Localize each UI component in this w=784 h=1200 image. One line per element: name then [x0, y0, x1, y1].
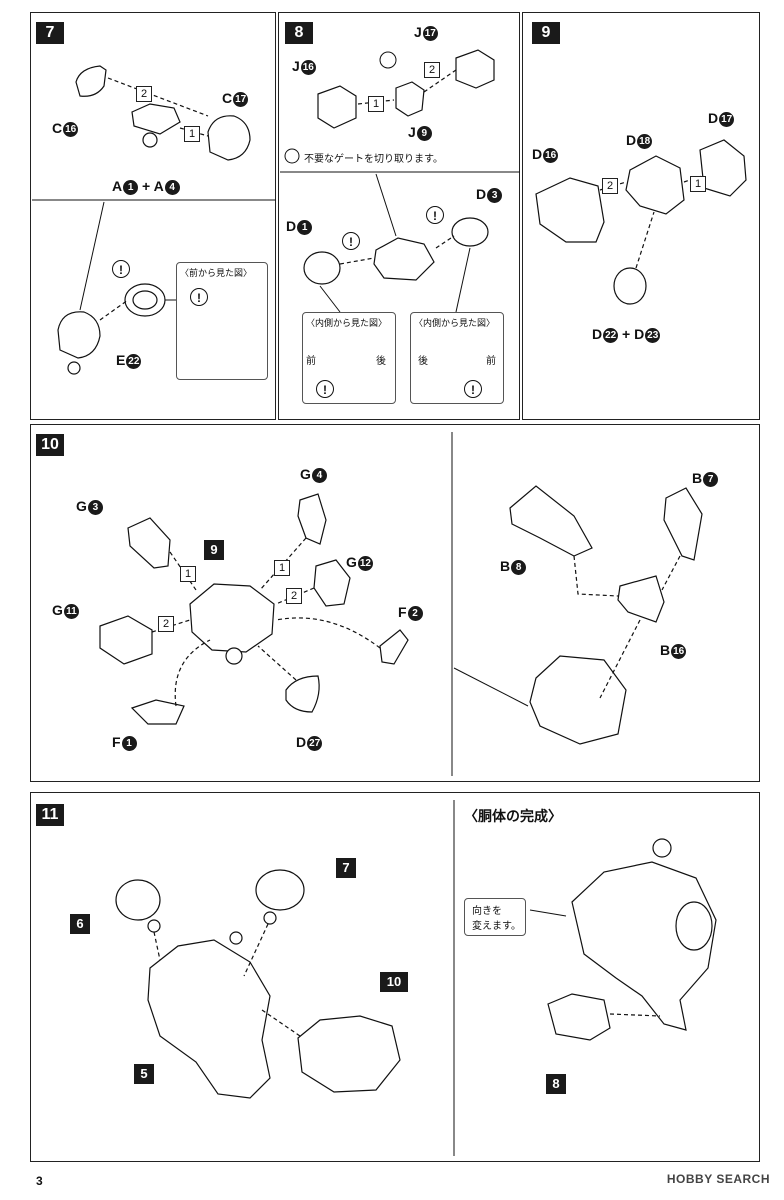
inner-view-title-right: 〈内側から見た図〉: [414, 318, 496, 328]
order-2b: 2: [158, 616, 174, 632]
order-1: 1: [368, 96, 384, 112]
step-7-number: 7: [36, 22, 64, 44]
warning-icon: !: [464, 380, 482, 398]
part-7-marker: 7: [336, 858, 356, 878]
warning-icon: !: [316, 380, 334, 398]
torso-complete-title: 〈胴体の完成〉: [464, 808, 562, 824]
order-1a: 1: [180, 566, 196, 582]
part-6-marker: 6: [70, 914, 90, 934]
order-2a: 2: [286, 588, 302, 604]
front-view-title: 〈前から見た図〉: [180, 268, 253, 278]
step-8-number: 8: [285, 22, 313, 44]
inner-view-title-left: 〈内側から見た図〉: [306, 318, 388, 328]
warning-icon: !: [112, 260, 130, 278]
front-view-box: [176, 262, 268, 380]
part-10-marker: 10: [380, 972, 408, 992]
warning-icon: !: [190, 288, 208, 306]
label-back: 後: [376, 356, 386, 367]
label-front-2: 前: [486, 356, 496, 367]
order-2: 2: [136, 86, 152, 102]
warning-icon: !: [342, 232, 360, 250]
order-1b: 1: [274, 560, 290, 576]
part-8-marker: 8: [546, 1074, 566, 1094]
part-5-marker: 5: [134, 1064, 154, 1084]
page-number: 3: [36, 1174, 43, 1188]
hobby-search-logo: HOBBY SEARCH: [666, 1172, 770, 1186]
order-2: 2: [602, 178, 618, 194]
order-1: 1: [184, 126, 200, 142]
label-back-2: 後: [418, 356, 428, 367]
step-10-number: 10: [36, 434, 64, 456]
turn-note-line-1: 向きを: [472, 906, 502, 917]
inner-view-box-right: [410, 312, 504, 404]
step-9-number: 9: [532, 22, 560, 44]
step-11-number: 11: [36, 804, 64, 826]
gate-note: 不要なゲートを切り取ります。: [304, 154, 443, 165]
warning-icon: !: [426, 206, 444, 224]
order-1: 1: [690, 176, 706, 192]
subassembly-9-marker: 9: [204, 540, 224, 560]
order-2: 2: [424, 62, 440, 78]
turn-note-box: [464, 898, 526, 936]
label-front: 前: [306, 356, 316, 367]
turn-note-line-2: 変えます。: [472, 921, 521, 932]
